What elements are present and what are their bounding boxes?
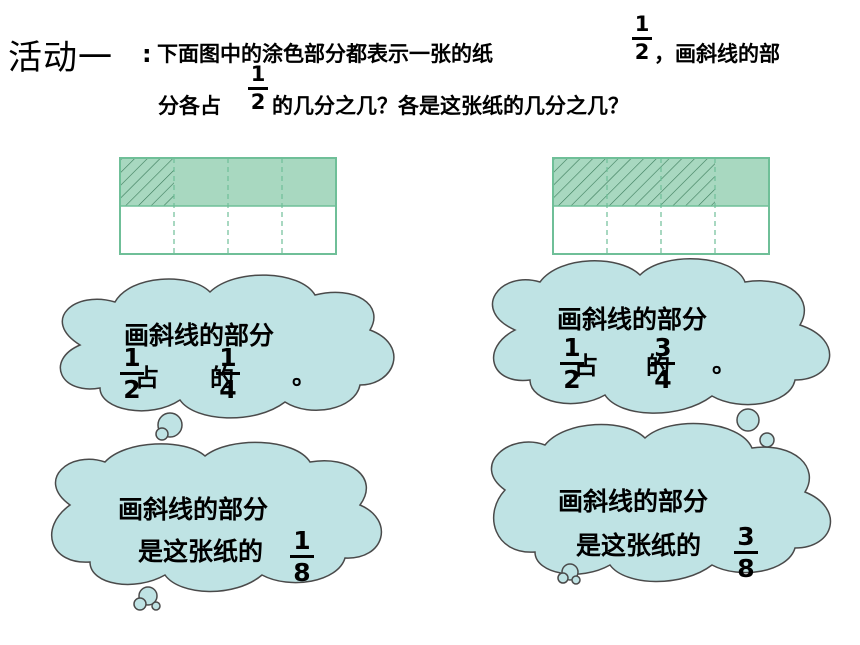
- hatched-cells-right: [553, 158, 715, 206]
- fraction-numerator: 1: [634, 12, 650, 36]
- fraction-denominator: 2: [563, 365, 581, 394]
- fraction-half-line1: 1 2: [632, 14, 652, 63]
- fraction-denominator: 4: [654, 365, 672, 394]
- tr-char-zhan: 占: [574, 352, 598, 380]
- tl-fraction-a: 1 2: [120, 345, 144, 402]
- tl-char-zhan: 占: [135, 364, 159, 392]
- tr-char-de: 的: [646, 352, 670, 380]
- br-line2: 是这张纸的: [576, 531, 702, 560]
- cloud-bottom-left: [51, 441, 382, 611]
- fraction-numerator: 1: [293, 526, 311, 555]
- bl-fraction: 1 8: [290, 528, 314, 585]
- title-colon: :: [142, 40, 152, 68]
- cloud-top-left: [59, 274, 395, 441]
- fraction-numerator: 1: [563, 333, 581, 362]
- tl-char-de: 的: [210, 364, 234, 392]
- tl-period: 。: [292, 362, 316, 390]
- fraction-denominator: 8: [293, 558, 311, 587]
- tr-period: 。: [712, 350, 736, 378]
- paper-right: [552, 157, 770, 255]
- fraction-numerator: 1: [250, 62, 266, 86]
- tr-fraction-a: 1 2: [560, 335, 584, 392]
- tr-fraction-b: 3 4: [651, 335, 675, 392]
- cloud-bottom-right: [490, 422, 832, 585]
- tl-line1: 画斜线的部分: [124, 321, 275, 350]
- bl-line2: 是这张纸的: [138, 537, 264, 566]
- br-line1: 画斜线的部分: [558, 487, 709, 516]
- instruction-line2-head: 分各占: [158, 94, 221, 118]
- instruction-line1-tail: ，画斜线的部: [654, 42, 780, 66]
- fraction-numerator: 3: [654, 333, 672, 362]
- tl-fraction-b: 1 4: [216, 345, 240, 402]
- hatched-cell-left: [120, 158, 174, 206]
- fraction-half-line2: 1 2: [248, 64, 268, 113]
- activity-title: 活动一: [8, 38, 113, 78]
- fraction-denominator: 2: [123, 375, 141, 404]
- fraction-denominator: 2: [634, 40, 650, 64]
- fraction-denominator: 8: [737, 554, 755, 583]
- fraction-numerator: 3: [737, 522, 755, 551]
- paper-left: [119, 157, 337, 255]
- instruction-line1: 下面图中的涂色部分都表示一张的纸: [157, 42, 493, 66]
- bl-line1: 画斜线的部分: [118, 495, 269, 524]
- fraction-numerator: 1: [219, 343, 237, 372]
- fraction-denominator: 2: [250, 90, 266, 114]
- tr-line1: 画斜线的部分: [557, 305, 708, 334]
- fraction-numerator: 1: [123, 343, 141, 372]
- br-fraction: 3 8: [734, 524, 758, 581]
- instruction-line2-tail: 的几分之几？各是这张纸的几分之几？: [272, 94, 629, 118]
- fraction-denominator: 4: [219, 375, 237, 404]
